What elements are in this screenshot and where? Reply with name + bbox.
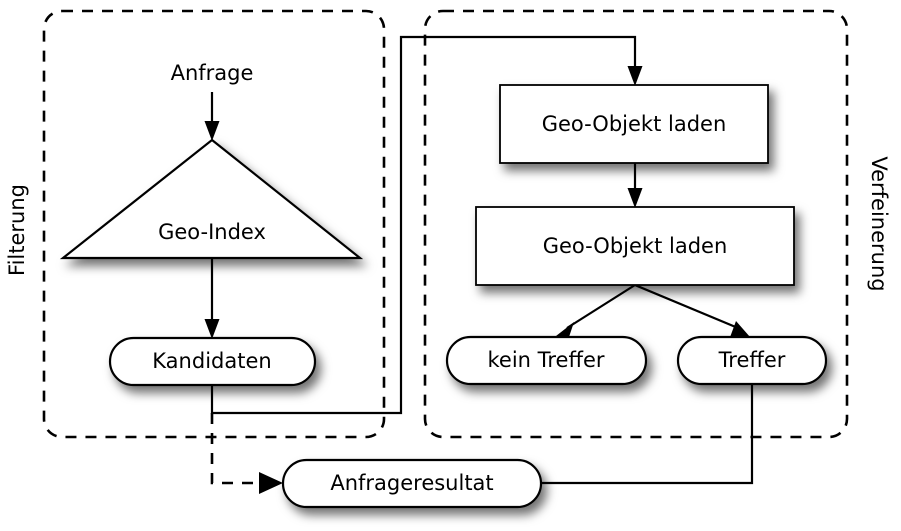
group-verfeinerung-label: Verfeinerung <box>867 156 891 291</box>
edge-kandidaten-to-anfrageresultat-arrowhead <box>259 472 283 494</box>
node-kein-treffer[interactable]: kein Treffer <box>445 335 648 386</box>
group-filterung-border <box>42 9 386 439</box>
edge-anfrage-to-geo-index <box>204 92 220 141</box>
edge-geo-objekt-laden-2-to-treffer-line <box>634 283 739 330</box>
node-geo-index-label: Geo-Index <box>158 220 266 244</box>
group-filterung-label: Filterung <box>5 184 29 276</box>
node-geo-objekt-laden-1[interactable]: Geo-Objekt laden <box>499 84 769 164</box>
node-geo-objekt-laden-1-shape <box>499 84 769 164</box>
edge-geo-index-to-kandidaten <box>204 258 220 339</box>
group-verfeinerung: Verfeinerung <box>423 9 891 439</box>
edge-kandidaten-to-geo-objekt-laden-1-arrowhead <box>627 66 643 86</box>
edge-geo-objekt-laden-2-to-treffer <box>634 283 750 340</box>
edge-kandidaten-to-anfrageresultat-line <box>210 413 258 485</box>
node-kandidaten-shape <box>108 336 317 387</box>
node-geo-objekt-laden-2[interactable]: Geo-Objekt laden <box>475 206 795 286</box>
node-treffer-shape <box>676 335 828 386</box>
edge-treffer-to-anfrageresultat-line <box>541 380 754 485</box>
node-treffer[interactable]: Treffer <box>676 335 828 386</box>
node-geo-objekt-laden-2-label: Geo-Objekt laden <box>543 234 728 258</box>
edge-geo-objekt-laden-1-to-2-arrowhead <box>627 188 643 208</box>
edge-geo-objekt-laden-2-to-kein-treffer <box>556 284 636 343</box>
node-geo-index-shape <box>59 138 364 260</box>
edge-kandidaten-to-geo-objekt-laden-1-line <box>210 35 637 415</box>
node-geo-objekt-laden-2-shape <box>475 206 795 286</box>
edge-kandidaten-to-anfrageresultat <box>210 413 283 494</box>
node-anfrageresultat[interactable]: Anfrageresultat <box>281 458 543 509</box>
group-verfeinerung-border <box>423 9 849 439</box>
node-anfrageresultat-shape <box>281 458 543 509</box>
node-kein-treffer-shape <box>445 335 648 386</box>
edge-anfrage-to-geo-index-arrowhead <box>204 121 220 141</box>
edge-geo-objekt-laden-1-to-2 <box>627 163 643 208</box>
edge-treffer-to-anfrageresultat <box>541 380 754 485</box>
edge-geo-objekt-laden-2-to-kein-treffer-line <box>566 284 636 329</box>
node-geo-objekt-laden-1-label: Geo-Objekt laden <box>542 112 727 136</box>
group-filterung: Filterung <box>5 9 386 439</box>
label-anfrage: Anfrage <box>171 61 254 85</box>
edge-kandidaten-to-geo-objekt-laden-1 <box>210 35 643 415</box>
node-kein-treffer-label: kein Treffer <box>487 348 604 372</box>
node-anfrageresultat-label: Anfrageresultat <box>330 471 493 495</box>
node-kandidaten[interactable]: Kandidaten <box>108 336 317 387</box>
edge-geo-index-to-kandidaten-arrowhead <box>204 319 220 339</box>
node-treffer-label: Treffer <box>718 348 786 372</box>
edge-geo-objekt-laden-2-to-treffer-arrowhead <box>729 321 750 340</box>
node-geo-index[interactable]: Geo-Index <box>59 138 364 260</box>
node-kandidaten-label: Kandidaten <box>152 349 271 373</box>
